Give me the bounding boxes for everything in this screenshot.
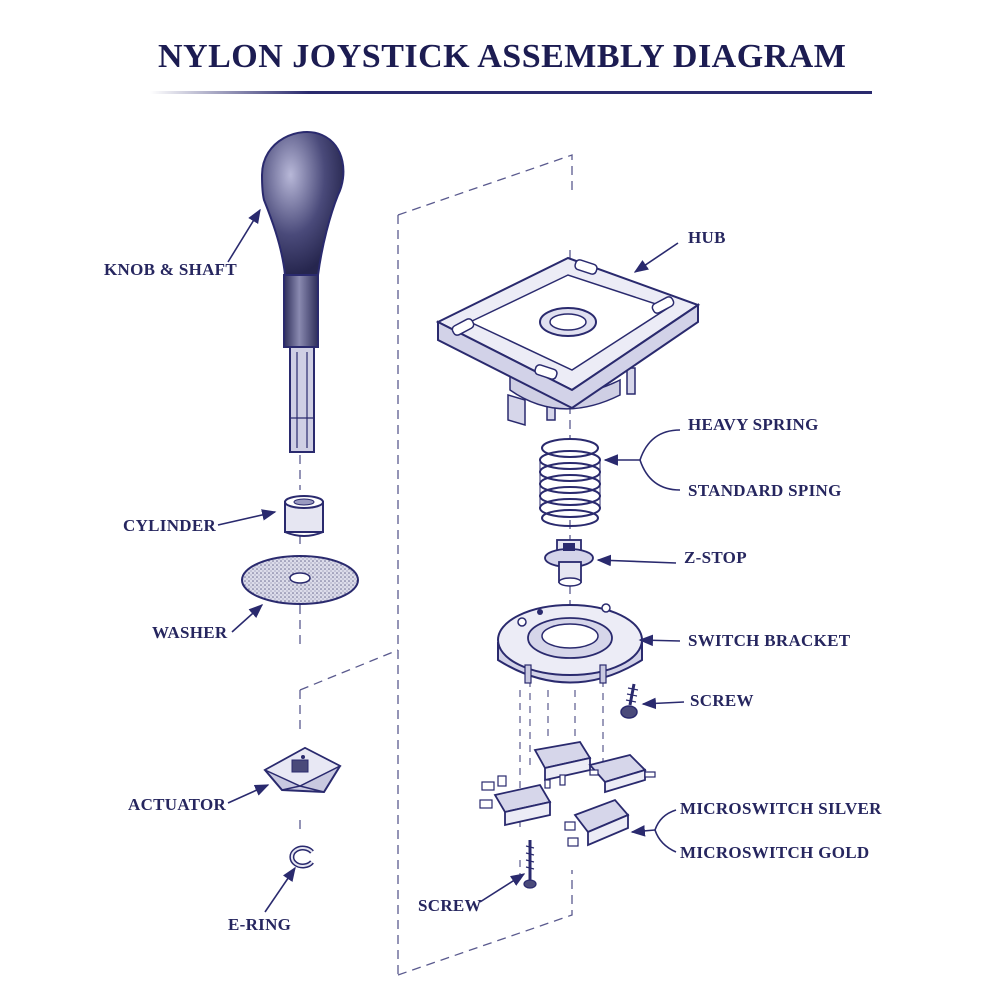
spring-part bbox=[539, 438, 601, 527]
microswitch-top-right-part bbox=[588, 754, 656, 794]
leader-arrows bbox=[217, 208, 685, 913]
switch-bracket-part bbox=[497, 603, 643, 684]
leader-forks bbox=[603, 429, 681, 853]
microswitch-top-left-part bbox=[533, 741, 592, 789]
actuator-part bbox=[263, 746, 342, 794]
e-ring-part bbox=[289, 845, 314, 869]
label-standard-spring: STANDARD SPING bbox=[688, 481, 842, 500]
label-screw-bottom: SCREW bbox=[418, 896, 482, 915]
z-stop-part bbox=[544, 539, 594, 587]
screw-bottom-part bbox=[523, 840, 537, 889]
label-z-stop: Z-STOP bbox=[684, 548, 747, 567]
label-switch-bracket: SWITCH BRACKET bbox=[688, 631, 851, 650]
cylinder-part bbox=[284, 495, 324, 537]
washer-part bbox=[241, 555, 359, 605]
label-cylinder: CYLINDER bbox=[123, 516, 217, 535]
page-title: NYLON JOYSTICK ASSEMBLY DIAGRAM bbox=[158, 38, 847, 75]
label-knob-shaft: KNOB & SHAFT bbox=[104, 260, 238, 279]
label-washer: WASHER bbox=[152, 623, 228, 642]
microswitch-left-part bbox=[479, 775, 552, 827]
microswitch-right-part bbox=[564, 798, 630, 847]
label-e-ring: E-RING bbox=[228, 915, 292, 934]
hub-part bbox=[435, 256, 701, 427]
label-microswitch-gold: MICROSWITCH GOLD bbox=[680, 843, 870, 862]
label-hub: HUB bbox=[688, 228, 726, 247]
title-underline bbox=[150, 91, 872, 94]
label-heavy-spring: HEAVY SPRING bbox=[688, 415, 819, 434]
knob-and-shaft-part bbox=[260, 130, 345, 453]
label-microswitch-silver: MICROSWITCH SILVER bbox=[680, 799, 882, 818]
label-screw-right: SCREW bbox=[690, 691, 754, 710]
label-actuator: ACTUATOR bbox=[128, 795, 227, 814]
screw-right-part bbox=[620, 683, 639, 719]
